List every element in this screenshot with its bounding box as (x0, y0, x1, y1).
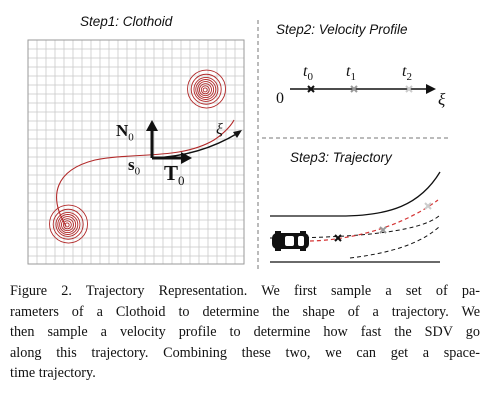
caption-line: along this trajectory. Combining these t… (10, 344, 480, 361)
velocity-origin-label: 0 (276, 90, 284, 107)
trajectory-marker-t1 (379, 226, 387, 234)
tick-label-t1: t1 (346, 63, 356, 84)
xi-label-step1: ξ (216, 121, 223, 138)
lane-dashed-right (349, 225, 441, 259)
clothoid-spirals (49, 69, 226, 244)
sdv-car-icon (272, 231, 309, 251)
tick-marker-t2 (405, 85, 413, 93)
road-edge-top (270, 171, 441, 217)
step1-title: Step1: Clothoid (80, 14, 173, 29)
caption-line: then sample a velocity profile to determ… (10, 324, 480, 341)
tangent-arrowhead (181, 152, 192, 164)
tick-marker-t1 (350, 85, 358, 93)
step2-title: Step2: Velocity Profile (276, 22, 408, 37)
normal-arrowhead (146, 120, 158, 131)
figure-caption: Figure 2. Trajectory Representation. We … (10, 281, 480, 384)
planned-trajectory (309, 199, 439, 242)
xi-arrowhead (233, 130, 242, 138)
tick-label-t2: t2 (402, 63, 412, 84)
trajectory-marker-t0 (334, 234, 342, 242)
velocity-axis-label: ξ (438, 90, 446, 109)
clothoid-curve (56, 119, 235, 227)
normal-vector-label: N0 (116, 121, 134, 144)
arc-length-label: s0 (128, 155, 141, 178)
grid-border (27, 39, 245, 265)
caption-line: time trajectory. (10, 365, 96, 382)
caption-line: Figure 2. Trajectory Representation. We … (10, 283, 480, 299)
tick-label-t0: t0 (303, 63, 313, 84)
caption-line: rameters of a Clothoid to determine the … (10, 303, 480, 320)
tangent-vector-label: T0 (164, 161, 185, 189)
tick-marker-t0 (307, 85, 315, 93)
grid (27, 39, 245, 264)
trajectory-marker-t2 (424, 202, 432, 210)
velocity-axis-arrowhead (426, 84, 436, 94)
step3-title: Step3: Trajectory (290, 150, 392, 165)
lane-divider (269, 214, 441, 239)
